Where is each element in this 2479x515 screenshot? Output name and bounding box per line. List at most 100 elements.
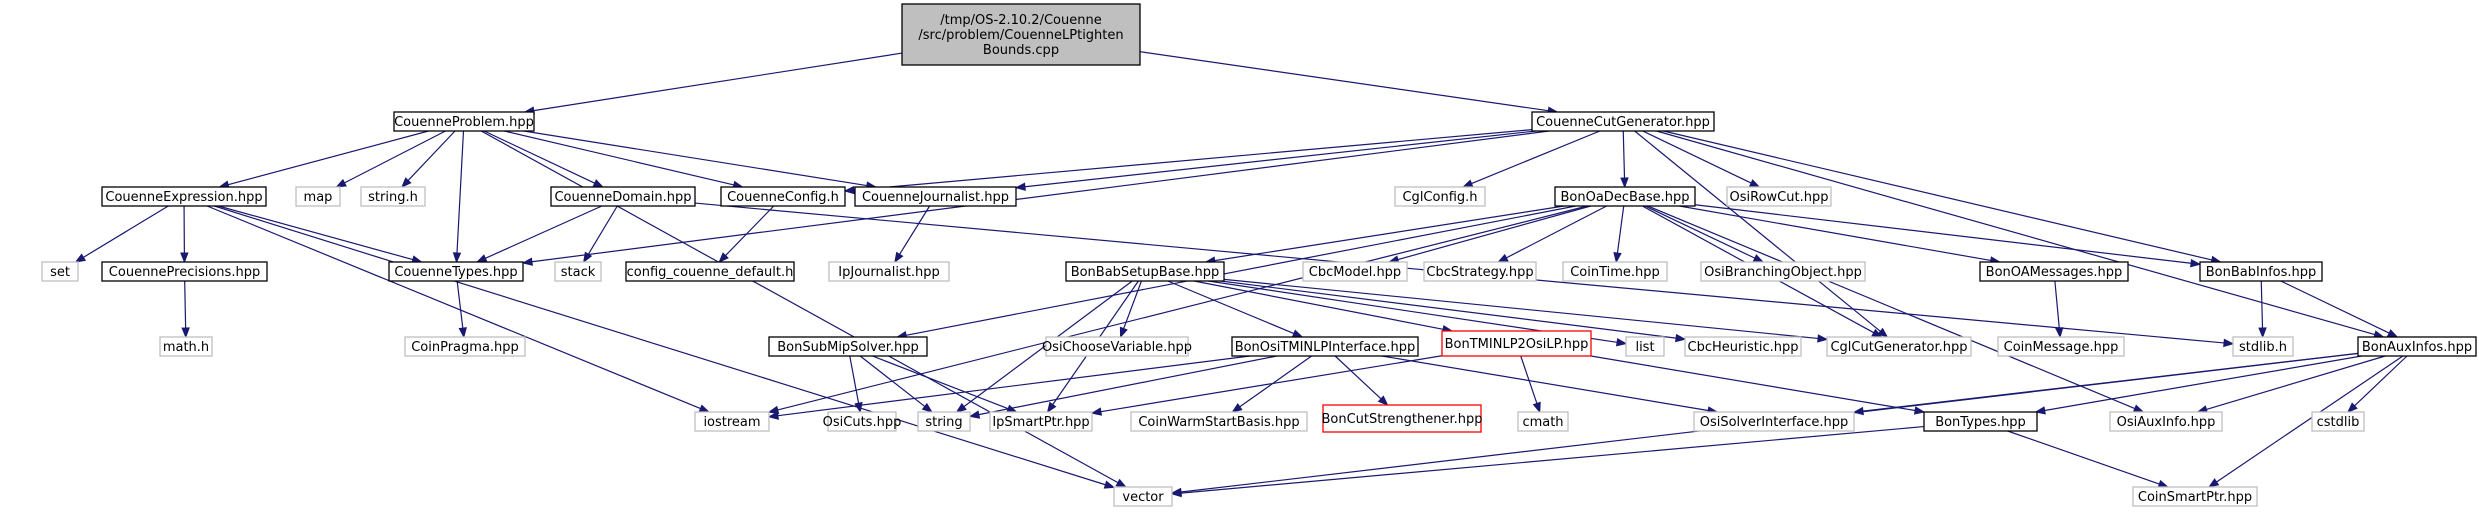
node-couennedomain[interactable]: CouenneDomain.hpp xyxy=(550,186,696,207)
node-label: CbcHeuristic.hpp xyxy=(1688,340,1799,355)
edge-couenneexpression-to-couennetypes xyxy=(218,205,423,264)
edge-line xyxy=(853,129,1533,191)
node-boncutstrengthener[interactable]: BonCutStrengthener.hpp xyxy=(1321,404,1483,433)
node-couenneprecisions[interactable]: CouennePrecisions.hpp xyxy=(101,261,268,282)
node-box xyxy=(388,261,524,282)
node-coinwarmstart[interactable]: CoinWarmStartBasis.hpp xyxy=(1130,411,1308,432)
node-box xyxy=(1726,186,1832,207)
node-bonoamessages[interactable]: BonOAMessages.hpp xyxy=(1979,261,2129,282)
edge-arrowhead xyxy=(458,327,467,339)
node-ipjournalist[interactable]: IpJournalist.hpp xyxy=(828,261,950,282)
node-couenneconfig[interactable]: CouenneConfig.h xyxy=(720,186,846,207)
node-bontminlp2osilp[interactable]: BonTMINLP2OsiLP.hpp xyxy=(1441,330,1592,357)
node-iostream[interactable]: iostream xyxy=(694,411,770,432)
node-box xyxy=(768,336,928,357)
node-box xyxy=(1113,486,1173,507)
node-bonositminlp[interactable]: BonOsiTMINLPInterface.hpp xyxy=(1231,336,1419,357)
edge-line xyxy=(1679,205,1991,262)
edge-couennecutgenerator-to-couennejournalist xyxy=(1014,130,1536,191)
node-stack[interactable]: stack xyxy=(554,261,602,282)
edge-bontypes-to-coinsmartptr xyxy=(2007,430,2170,488)
edge-arrowhead xyxy=(1620,177,1629,189)
node-cbcheuristic[interactable]: CbcHeuristic.hpp xyxy=(1684,336,1802,357)
node-label: CouenneDomain.hpp xyxy=(554,190,691,205)
node-bonoadecbase[interactable]: BonOaDecBase.hpp xyxy=(1554,186,1696,207)
edge-arrowhead xyxy=(1377,395,1389,406)
edge-couenneproblem-to-stringh xyxy=(401,130,456,189)
edge-bonoadecbase-to-cbcmodel xyxy=(1387,205,1591,264)
node-cmath[interactable]: cmath xyxy=(1517,411,1569,432)
node-vector[interactable]: vector xyxy=(1113,486,1173,507)
node-stdlibh[interactable]: stdlib.h xyxy=(2232,336,2294,357)
node-label: CouenneJournalist.hpp xyxy=(862,190,1009,205)
edge-line xyxy=(1694,204,2192,264)
node-osisolverinterface[interactable]: OsiSolverInterface.hpp xyxy=(1693,411,1855,432)
node-label: CglConfig.h xyxy=(1402,190,1477,205)
node-configdefault[interactable]: config_couenne_default.h xyxy=(625,261,795,282)
edge-bonbabsetupbase-to-cbcheuristic xyxy=(1220,280,1687,343)
node-bonbabinfos[interactable]: BonBabInfos.hpp xyxy=(2199,261,2323,282)
node-osiauxinfo[interactable]: OsiAuxInfo.hpp xyxy=(2109,411,2223,432)
node-box xyxy=(41,261,79,282)
edge-line xyxy=(1634,130,1881,332)
node-stringh[interactable]: string.h xyxy=(360,186,426,207)
node-couenneproblem[interactable]: CouenneProblem.hpp xyxy=(393,111,535,132)
node-bonbabsetupbase[interactable]: BonBabSetupBase.hpp xyxy=(1065,261,1225,282)
node-label: CoinSmartPtr.hpp xyxy=(2138,490,2252,505)
node-osirowcut[interactable]: OsiRowCut.hpp xyxy=(1726,186,1832,207)
edge-couenneproblem-to-map xyxy=(335,130,446,188)
node-set[interactable]: set xyxy=(41,261,79,282)
edge-line xyxy=(218,205,414,261)
node-label: OsiCuts.hpp xyxy=(823,415,902,430)
node-bonauxinfos[interactable]: BonAuxInfos.hpp xyxy=(2357,336,2477,357)
node-cglconfig[interactable]: CglConfig.h xyxy=(1394,186,1486,207)
node-coinmessage[interactable]: CoinMessage.hpp xyxy=(1997,336,2125,357)
node-label: BonBabSetupBase.hpp xyxy=(1071,265,1220,280)
node-cbcmodel[interactable]: CbcModel.hpp xyxy=(1302,261,1408,282)
node-label: OsiChooseVariable.hpp xyxy=(1042,340,1192,355)
node-coinpragma[interactable]: CoinPragma.hpp xyxy=(404,336,526,357)
node-mathh[interactable]: math.h xyxy=(159,336,213,357)
node-couennetypes[interactable]: CouenneTypes.hpp xyxy=(388,261,524,282)
edge-line xyxy=(2216,355,2404,483)
node-cglcutgenerator[interactable]: CglCutGenerator.hpp xyxy=(1826,336,1972,357)
node-bontypes[interactable]: BonTypes.hpp xyxy=(1923,411,2038,432)
node-cointime[interactable]: CoinTime.hpp xyxy=(1562,261,1668,282)
node-bonsubmipsolver[interactable]: BonSubMipSolver.hpp xyxy=(768,336,928,357)
edge-arrowhead xyxy=(1090,407,1103,416)
node-root[interactable]: /tmp/OS-2.10.2/Couenne/src/problem/Couen… xyxy=(901,3,1141,66)
edge-bonositminlp-to-boncutstrengthener xyxy=(1334,355,1389,406)
node-couenneexpression[interactable]: CouenneExpression.hpp xyxy=(101,186,267,207)
node-box xyxy=(1826,336,1972,357)
node-label: CouenneExpression.hpp xyxy=(105,190,262,205)
node-coinsmartptr[interactable]: CoinSmartPtr.hpp xyxy=(2132,486,2258,507)
node-cbcstrategy[interactable]: CbcStrategy.hpp xyxy=(1423,261,1537,282)
edge-line xyxy=(1622,130,1626,179)
edge-arrowhead xyxy=(1615,338,1628,347)
edge-line xyxy=(899,205,931,255)
edge-couenneprecisions-to-mathh xyxy=(181,280,190,339)
node-couennejournalist[interactable]: CouenneJournalist.hpp xyxy=(854,186,1017,207)
node-label: BonOAMessages.hpp xyxy=(1986,265,2123,280)
node-ipsmartptr[interactable]: IpSmartPtr.hpp xyxy=(989,411,1093,432)
node-cstdlib[interactable]: cstdlib xyxy=(2311,411,2365,432)
edge-couennecutgenerator-to-couennetypes xyxy=(521,130,1550,266)
node-string[interactable]: string xyxy=(917,411,971,432)
edge-arrowhead xyxy=(592,179,605,188)
node-label: math.h xyxy=(163,340,209,355)
node-osicuts[interactable]: OsiCuts.hpp xyxy=(823,411,902,432)
edge-arrowhead xyxy=(74,253,87,263)
node-osichoosevariable[interactable]: OsiChooseVariable.hpp xyxy=(1042,336,1192,357)
edge-arrowhead xyxy=(1103,480,1116,489)
edge-arrowhead xyxy=(1877,327,1889,338)
node-box xyxy=(554,261,602,282)
node-box xyxy=(1231,336,1419,357)
node-map[interactable]: map xyxy=(295,186,341,207)
node-osibranchingobject[interactable]: OsiBranchingObject.hpp xyxy=(1700,261,1866,282)
edge-line xyxy=(2044,355,2362,412)
node-label: CbcStrategy.hpp xyxy=(1426,265,1533,280)
node-box xyxy=(827,411,897,432)
node-list[interactable]: list xyxy=(1625,336,1665,357)
edge-couennedomain-to-couennetypes xyxy=(475,205,603,263)
node-couennecutgenerator[interactable]: CouenneCutGenerator.hpp xyxy=(1531,111,1715,132)
